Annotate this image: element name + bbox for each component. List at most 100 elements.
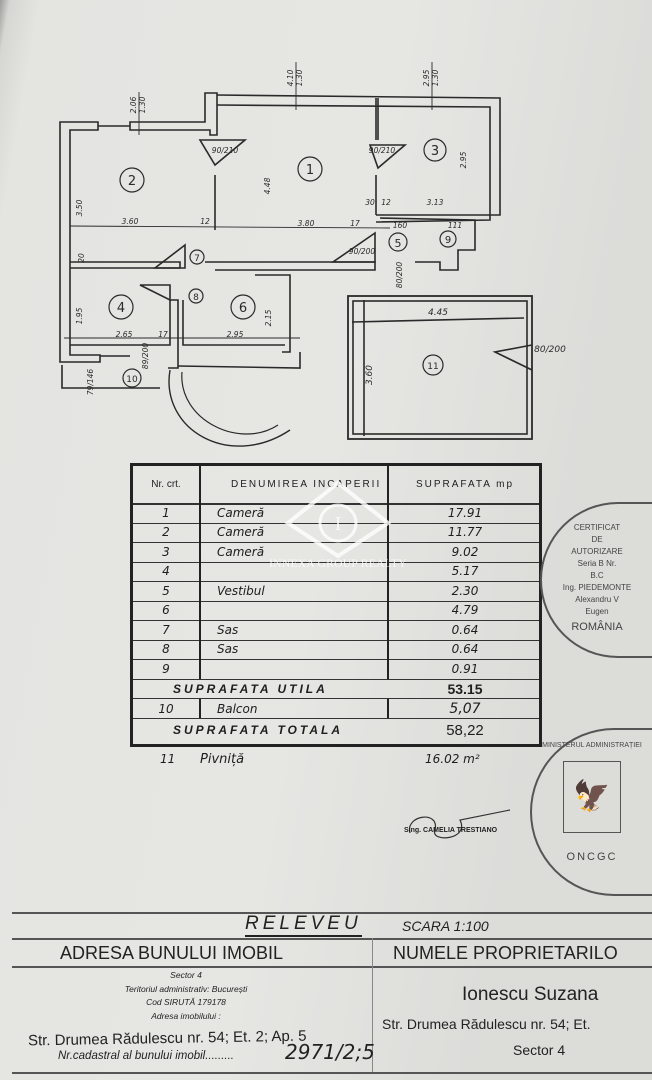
row-nr: 7 <box>133 620 201 640</box>
wall-north-1 <box>216 94 501 216</box>
dim-label: 4.48 <box>263 177 272 194</box>
dim-label: 1.30 <box>295 69 304 86</box>
useful-area-value: 53.15 <box>447 680 483 697</box>
row-name <box>201 561 389 581</box>
wall-west <box>59 121 101 363</box>
row-nr: 2 <box>133 522 201 542</box>
document-title: RELEVEU <box>245 913 362 937</box>
row-name: Cameră <box>201 542 389 562</box>
area-table: Nr. crt. DENUMIREA INCAPERII SUPRAFATA m… <box>130 463 542 747</box>
room-2-marker <box>119 167 145 193</box>
cadastral-number: 2971/2;5 <box>285 1040 375 1064</box>
floor-plan: 1 2 3 4 5 6 7 8 9 10 11 3.60 12 3.80 17 … <box>59 62 566 447</box>
row-nr: 3 <box>133 542 201 562</box>
room-5-label: 5 <box>395 237 402 250</box>
stamp-text: Ing. PIEDEMONTE <box>562 583 632 592</box>
balcony-row: 10 Balcon 5,07 <box>133 699 539 719</box>
dim-label: 4.45 <box>428 308 448 318</box>
property-address: Str. Drumea Rădulescu nr. 54; Et. 2; Ap.… <box>27 1027 307 1050</box>
dim-label: 111 <box>448 221 462 230</box>
dim-label: 1.30 <box>138 96 147 113</box>
address-details: Sector 4 Teritoriul administrativ: Bucur… <box>0 969 372 1023</box>
door-label: 80/200 <box>534 345 566 355</box>
row-area: 4.79 <box>451 603 479 618</box>
header-nr: Nr. crt. <box>133 466 201 503</box>
row-area: 5.17 <box>451 564 479 579</box>
row-nr: 6 <box>133 600 201 620</box>
room-4-label: 4 <box>117 301 125 316</box>
dim-label: 3.50 <box>75 199 84 216</box>
table-row: 2 Cameră 11.77 <box>133 522 539 543</box>
room-6-marker <box>230 294 256 320</box>
dim-label: 3.13 <box>427 198 444 207</box>
total-area-value: 58,22 <box>446 721 484 739</box>
stamp-text: AUTORIZARE <box>571 547 623 556</box>
room-5-marker <box>388 232 408 252</box>
room-8-label: 8 <box>193 293 199 303</box>
useful-area-row: SUPRAFATA UTILA 53.15 <box>133 679 539 699</box>
dim-label: 17 <box>158 330 168 339</box>
row-area: 0.64 <box>451 642 479 657</box>
dim-label: 2.65 <box>116 330 133 339</box>
room-10-label: 10 <box>126 375 138 385</box>
row-name: Cameră <box>201 503 389 523</box>
header-area: SUPRAFATA mp <box>415 478 515 490</box>
dim-label: 1.30 <box>431 69 440 86</box>
dim-label: 12 <box>200 217 210 226</box>
row-area: 0.91 <box>451 661 479 676</box>
room-1-label: 1 <box>306 163 314 178</box>
room-11-marker <box>422 354 444 376</box>
row-nr: 4 <box>133 561 201 581</box>
table-row: 8 Sas 0.64 <box>133 639 539 660</box>
stamp-text: MINISTERUL ADMINISTRAȚIEI <box>542 742 642 749</box>
ministry-stamp: MINISTERUL ADMINISTRAȚIEI 🦅 ONCGC <box>530 728 652 896</box>
watermark-text: INNEXA GROUP REALTY <box>269 558 407 570</box>
basement-name: Pivniță <box>200 752 245 767</box>
owner-sector: Sector 4 <box>513 1042 566 1058</box>
territory-text: Teritoriul administrativ: București <box>124 983 248 994</box>
signature-name: Sing. CAMELIA TRESTIANO <box>404 827 498 834</box>
wall-5-9 <box>379 217 476 271</box>
stamp-text: Seria B Nr. <box>577 559 617 568</box>
dim-label: 3.80 <box>298 219 315 228</box>
dim-label: 2.06 <box>129 96 138 113</box>
total-area-label: SUPRAFATA TOTALA <box>173 723 343 737</box>
siruta-text: Cod SIRUTĂ 179178 <box>146 997 226 1007</box>
table-row: 4 5.17 <box>133 561 539 582</box>
watermark-logo: I INNEXA GROUP REALTY <box>250 478 426 598</box>
dim-label: 80/200 <box>395 262 404 289</box>
owner-name: Ionescu Suzana <box>462 984 599 1005</box>
dim-label: 3.60 <box>365 365 375 385</box>
dim-label: 1.95 <box>75 307 84 324</box>
row-name: Cameră <box>201 522 389 542</box>
stamp-text: B.C <box>590 571 604 580</box>
row-area: 9.02 <box>451 544 479 559</box>
row-name: Vestibul <box>201 581 389 601</box>
dim-label: 4.10 <box>286 69 295 86</box>
stamp-text: ROMÂNIA <box>571 621 623 633</box>
door-label: 90/200 <box>349 247 376 256</box>
room-4-marker <box>108 294 134 320</box>
row-area: 11.77 <box>447 525 483 540</box>
table-row: 9 0.91 <box>133 659 539 680</box>
table-row: 1 Cameră 17.91 <box>133 503 539 524</box>
room-2-label: 2 <box>128 174 136 189</box>
dim-label: 2.95 <box>459 151 468 168</box>
row-area: 0.64 <box>451 622 479 637</box>
dim-label: 2.15 <box>264 309 273 326</box>
dim-label: 30 <box>365 198 375 207</box>
cadastral-label: Nr.cadastral al bunului imobil......... <box>58 1050 234 1062</box>
room-7-label: 7 <box>194 254 200 264</box>
table-row: 3 Cameră 9.02 <box>133 542 539 563</box>
dim-label: 89/200 <box>141 343 150 370</box>
room-9-label: 9 <box>445 235 451 246</box>
divider <box>12 1072 652 1074</box>
row-nr: 1 <box>133 503 201 523</box>
row-area: 17.91 <box>447 505 483 520</box>
row-nr: 5 <box>133 581 201 601</box>
dim-label: 2.95 <box>422 69 431 86</box>
scale-label: SCARA 1:100 <box>402 918 489 934</box>
owner-address: Str. Drumea Rădulescu nr. 54; Et. <box>382 1016 591 1032</box>
wall-north-2 <box>129 92 218 136</box>
room-1-marker <box>297 156 323 182</box>
